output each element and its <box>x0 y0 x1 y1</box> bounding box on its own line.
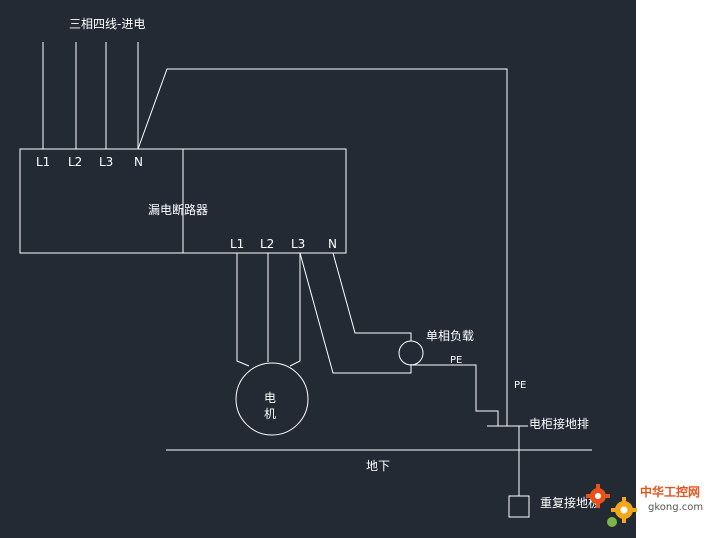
pe-main-wire <box>137 68 508 426</box>
pe-label-load: PE <box>450 355 462 366</box>
output-terminal-l1: L1 <box>230 237 244 251</box>
output-terminal-l3: L3 <box>291 237 305 251</box>
motor-label-2: 机 <box>264 407 276 421</box>
load-pe-wire <box>411 364 499 426</box>
motor-symbol <box>235 362 309 436</box>
title-label: 三相四线-进电 <box>69 17 145 31</box>
motor-label-1: 电 <box>264 391 276 405</box>
diagram-canvas: 三相四线-进电 L1 L2 L3 N 漏电断路器 L1 L2 L3 N 电 机 … <box>0 0 703 538</box>
single-phase-load-label: 单相负载 <box>426 329 474 343</box>
ground-pole-box <box>508 495 530 518</box>
motor-wire-l1 <box>236 253 250 367</box>
repeated-ground-pole-label: 重复接地极 <box>540 495 600 510</box>
breaker-label: 漏电断路器 <box>148 202 208 217</box>
cabinet-ground-bar-label: 电柜接地排 <box>529 416 589 431</box>
watermark-brand: 中华工控网 <box>640 484 700 499</box>
output-terminal-l2: L2 <box>260 237 274 251</box>
pe-label-main: PE <box>514 380 526 391</box>
input-terminal-l1: L1 <box>36 155 50 169</box>
load-wire-neutral <box>332 252 412 341</box>
input-terminal-l3: L3 <box>99 155 113 169</box>
input-terminal-n: N <box>134 155 143 169</box>
motor-wire-l3 <box>289 253 301 367</box>
underground-label: 地下 <box>366 459 390 473</box>
load-wire-phase <box>299 252 412 374</box>
input-terminal-l2: L2 <box>68 155 82 169</box>
gkong-logo: 中华工控网 gkong.com <box>586 484 703 527</box>
output-terminal-n: N <box>328 237 337 251</box>
watermark-url: gkong.com <box>648 502 703 513</box>
single-phase-load-symbol <box>398 340 424 366</box>
